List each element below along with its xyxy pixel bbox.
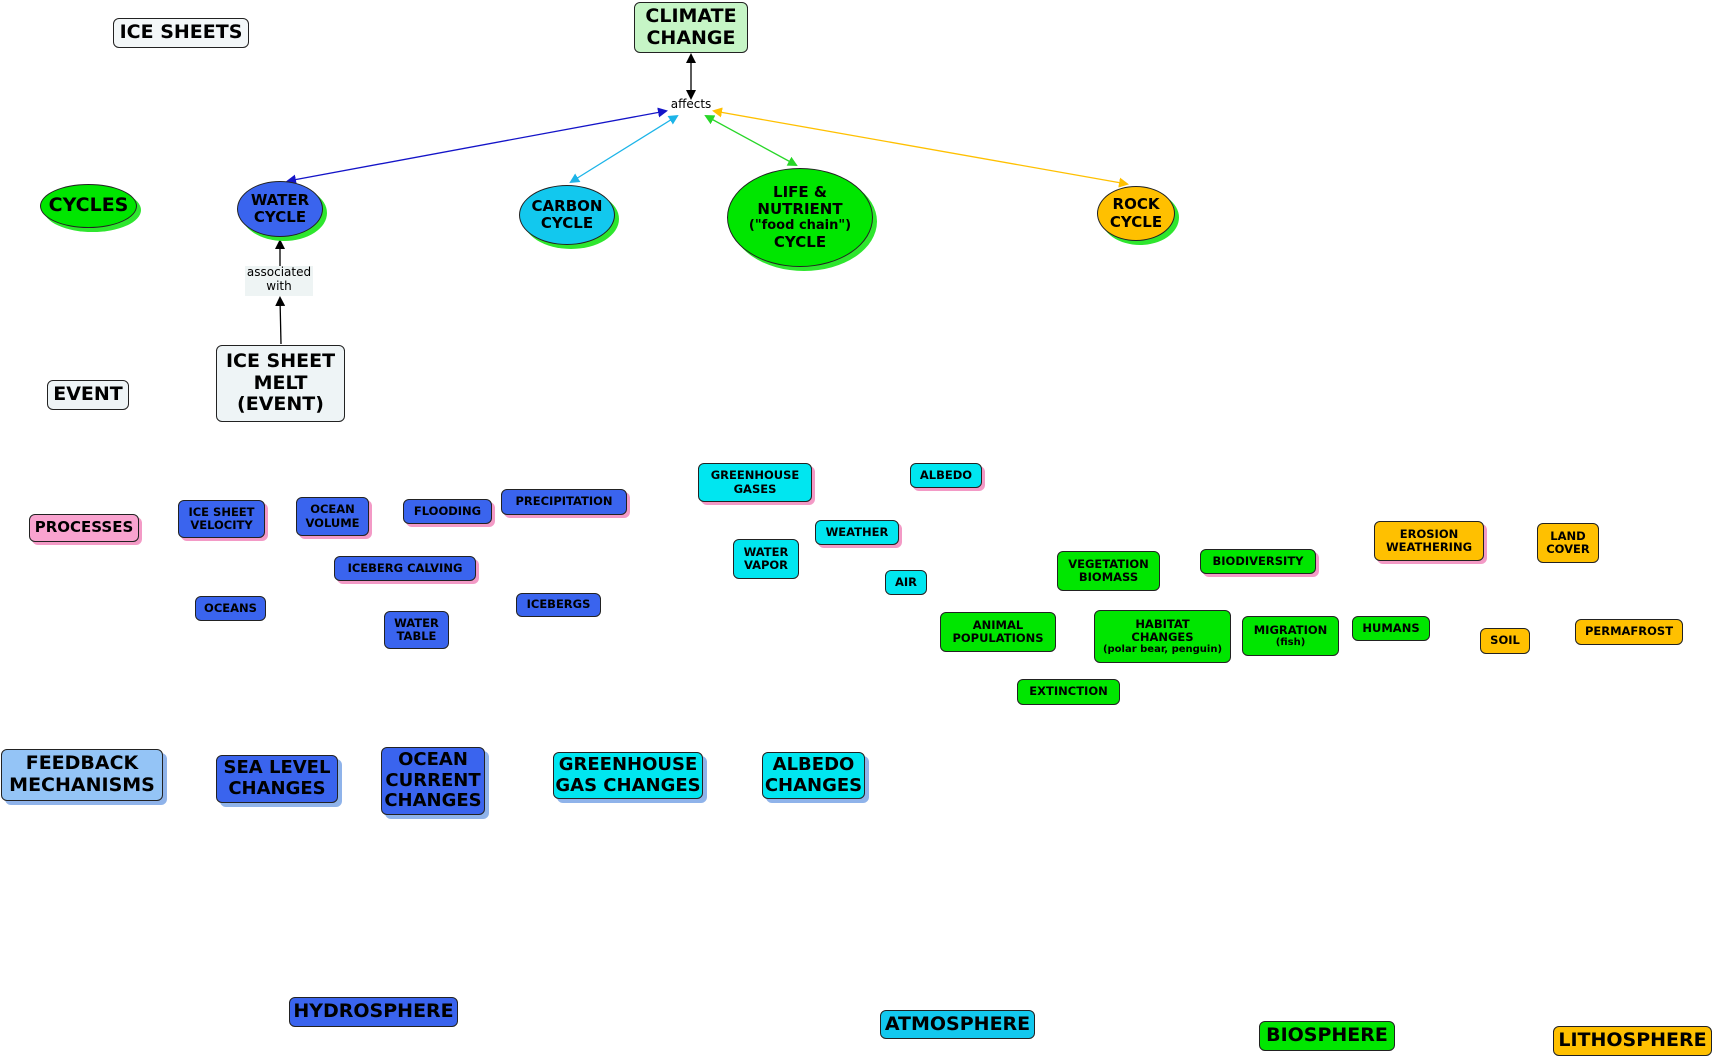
lithosphere-node[interactable]: LITHOSPHERE <box>1553 1026 1712 1056</box>
life-nutrient-cycle-node[interactable]: LIFE & NUTRIENT ("food chain") CYCLE <box>727 168 873 267</box>
biodiversity-node[interactable]: BIODIVERSITY <box>1200 549 1316 574</box>
erosion-weathering-node[interactable]: EROSION WEATHERING <box>1374 521 1484 561</box>
ocean-current-changes-node[interactable]: OCEAN CURRENT CHANGES <box>381 747 485 815</box>
albedo-changes-node[interactable]: ALBEDO CHANGES <box>762 752 865 799</box>
ice-sheet-melt-node[interactable]: ICE SHEET MELT (EVENT) <box>216 345 345 422</box>
ice-sheet-velocity-node[interactable]: ICE SHEET VELOCITY <box>178 500 265 538</box>
permafrost-node[interactable]: PERMAFROST <box>1575 619 1683 645</box>
humans-node[interactable]: HUMANS <box>1352 616 1430 641</box>
water-vapor-node[interactable]: WATER VAPOR <box>733 539 799 579</box>
legend-cycles[interactable]: CYCLES <box>40 184 137 228</box>
extinction-node[interactable]: EXTINCTION <box>1017 679 1120 705</box>
life-cycle-line-3: ("food chain") <box>748 217 852 233</box>
migration-sublabel: (fish) <box>1275 636 1306 648</box>
life-cycle-line-1: LIFE & <box>773 183 827 202</box>
legend-processes[interactable]: PROCESSES <box>29 514 139 542</box>
albedo-node[interactable]: ALBEDO <box>910 463 982 488</box>
hydrosphere-node[interactable]: HYDROSPHERE <box>289 997 458 1027</box>
atmosphere-node[interactable]: ATMOSPHERE <box>880 1010 1035 1039</box>
link-affects-carbon-cycle <box>569 114 679 184</box>
sea-level-changes-node[interactable]: SEA LEVEL CHANGES <box>216 755 338 803</box>
water-cycle-node[interactable]: WATER CYCLE <box>237 181 323 237</box>
flooding-node[interactable]: FLOODING <box>403 499 492 524</box>
link-affects-water-cycle <box>286 107 668 185</box>
habitat-changes-node[interactable]: HABITAT CHANGES (polar bear, penguin) <box>1094 610 1231 663</box>
greenhouse-gas-changes-node[interactable]: GREENHOUSE GAS CHANGES <box>553 752 703 799</box>
link-melt-associated <box>275 296 286 345</box>
biosphere-node[interactable]: BIOSPHERE <box>1259 1021 1395 1051</box>
legend-ice-sheets[interactable]: ICE SHEETS <box>113 18 249 48</box>
greenhouse-gases-node[interactable]: GREENHOUSE GASES <box>698 463 812 502</box>
associated-with-label: associated with <box>245 265 313 296</box>
legend-feedback-mechanisms[interactable]: FEEDBACK MECHANISMS <box>1 749 163 801</box>
life-cycle-line-4: CYCLE <box>773 232 827 251</box>
migration-node[interactable]: MIGRATION (fish) <box>1242 616 1339 656</box>
migration-label: MIGRATION <box>1253 622 1328 637</box>
iceberg-calving-node[interactable]: ICEBERG CALVING <box>334 556 476 581</box>
rock-cycle-node[interactable]: ROCK CYCLE <box>1097 186 1175 241</box>
land-cover-node[interactable]: LAND COVER <box>1537 523 1599 563</box>
vegetation-biomass-node[interactable]: VEGETATION BIOMASS <box>1057 551 1160 591</box>
air-node[interactable]: AIR <box>885 570 927 595</box>
soil-node[interactable]: SOIL <box>1480 628 1530 654</box>
affects-label: affects <box>670 97 712 111</box>
life-cycle-line-2: NUTRIENT <box>757 200 843 219</box>
precipitation-node[interactable]: PRECIPITATION <box>501 489 627 515</box>
carbon-cycle-node[interactable]: CARBON CYCLE <box>519 185 615 245</box>
weather-node[interactable]: WEATHER <box>815 520 899 545</box>
habitat-changes-label: HABITAT CHANGES <box>1131 616 1194 644</box>
ocean-volume-node[interactable]: OCEAN VOLUME <box>296 497 369 536</box>
water-table-node[interactable]: WATER TABLE <box>384 611 449 649</box>
climate-change-node[interactable]: CLIMATE CHANGE <box>634 2 748 53</box>
oceans-node[interactable]: OCEANS <box>195 596 266 621</box>
habitat-changes-sublabel: (polar bear, penguin) <box>1102 643 1223 655</box>
animal-populations-node[interactable]: ANIMAL POPULATIONS <box>940 612 1056 652</box>
legend-event[interactable]: EVENT <box>47 380 129 410</box>
icebergs-node[interactable]: ICEBERGS <box>516 593 601 617</box>
link-affects-rock-cycle <box>712 107 1129 188</box>
